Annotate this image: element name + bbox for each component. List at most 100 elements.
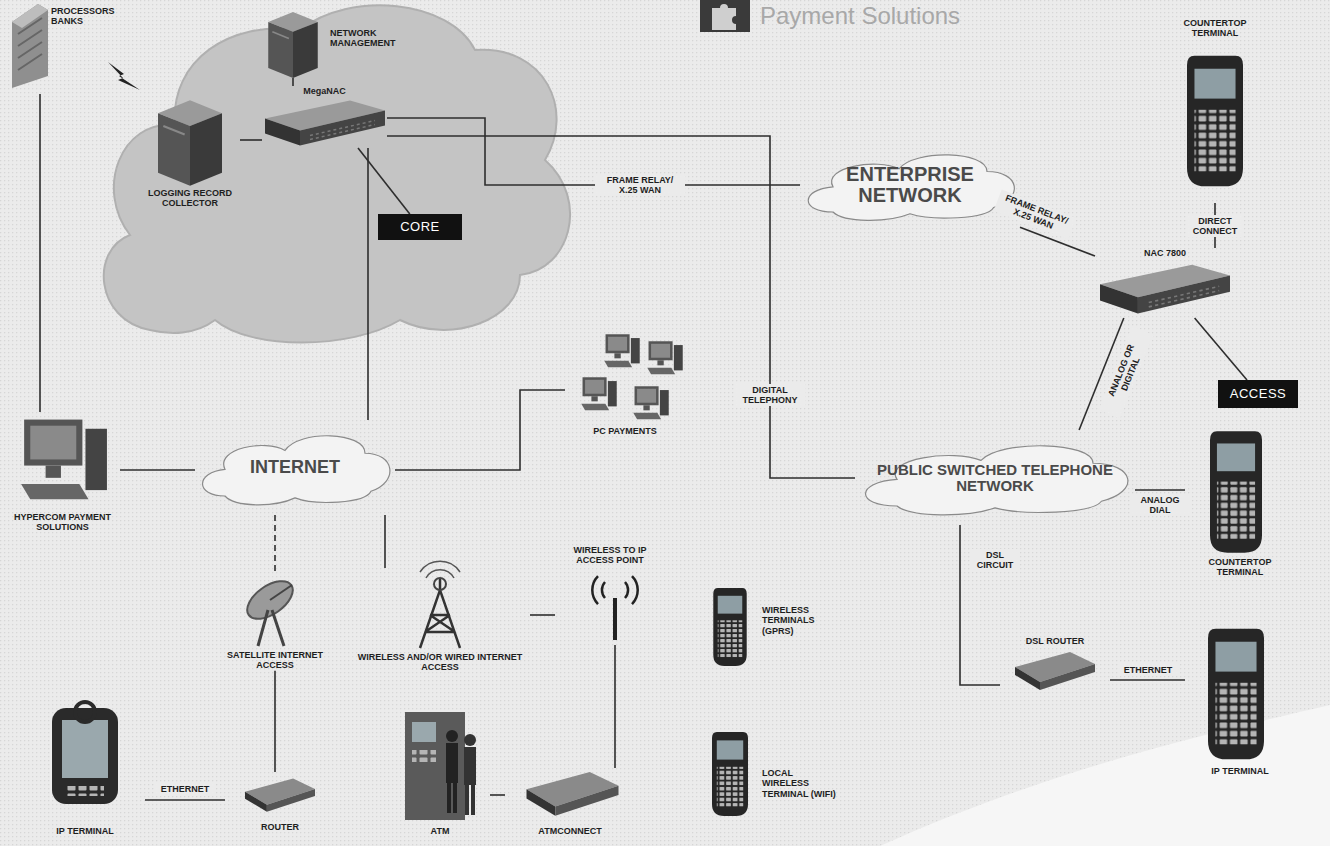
node-label: ATM: [390, 826, 490, 836]
node-label: INTERNET: [230, 458, 360, 477]
node-label: NAC 7800: [1095, 248, 1235, 258]
tier-box: CORE: [378, 214, 462, 240]
pc-icon: [604, 334, 639, 367]
pc-icon: [21, 420, 107, 500]
nac-icon: [1100, 265, 1230, 314]
node-label: COUNTERTOP TERMINAL: [1165, 18, 1265, 39]
satellite-dish: [241, 574, 300, 646]
pc-icon: [647, 341, 682, 374]
connector-line: [358, 148, 410, 214]
connector-line: [120, 469, 195, 471]
terminal-icon: [712, 732, 748, 816]
node-label: MegaNAC: [262, 86, 387, 96]
connector-line: [1135, 489, 1185, 491]
node-label: IP TERMINAL: [1185, 766, 1295, 776]
connector-line: [395, 390, 565, 470]
pc-node: HYPERCOM PAYMENT SOLUTIONS: [5, 412, 120, 533]
node-label: ATMCONNECT: [505, 826, 635, 836]
connector-line: [39, 94, 41, 412]
access-point-node: WIRELESS TO IP ACCESS POINT: [555, 545, 665, 645]
node-label: PUBLIC SWITCHED TELEPHONE NETWORK: [855, 462, 1135, 494]
terminal-node: IP TERMINAL: [1185, 618, 1295, 776]
router-icon: [1015, 652, 1095, 690]
pc-icon: [581, 377, 616, 410]
node-label: ENTERPRISE NETWORK: [800, 164, 1020, 206]
node-label: PROCESSORS BANKS: [51, 6, 121, 27]
server-node: NETWORK MANAGEMENT: [262, 10, 402, 78]
atm-node: ATM: [390, 708, 490, 836]
node-label: LOGGING RECORD COLLECTOR: [140, 188, 240, 209]
connector-line: [274, 515, 276, 572]
connector-line: [367, 148, 369, 420]
edge-label: DIGITAL TELEPHONY: [735, 384, 805, 407]
access-point-icon: [592, 576, 637, 640]
node-label: SATELLITE INTERNET ACCESS: [215, 650, 335, 671]
connector-line: [240, 139, 262, 141]
connector-line: [490, 794, 505, 796]
diagram-title: Payment Solutions: [760, 2, 960, 30]
terminal-node: WIRELESS TERMINALS (GPRS): [700, 585, 840, 667]
node-label: LOCAL WIRELESS TERMINAL (WIFI): [762, 768, 840, 799]
core-cloud: [104, 5, 570, 342]
edge-label: FRAME RELAY/ X.25 WAN: [595, 174, 685, 197]
edge-label: ETHERNET: [155, 783, 215, 795]
bank-building: [12, 4, 48, 88]
node-label: CORE: [400, 220, 440, 235]
connector-line: [384, 515, 386, 568]
tower-node: WIRELESS AND/OR WIRED INTERNET ACCESS: [350, 568, 530, 673]
node-label: HYPERCOM PAYMENT SOLUTIONS: [5, 512, 120, 533]
bank-node: PROCESSORS BANKS: [3, 2, 121, 94]
node-label: WIRELESS TO IP ACCESS POINT: [555, 545, 665, 566]
connector-line: [387, 118, 800, 185]
nac-node: NAC 7800: [1095, 248, 1235, 318]
node-label: IP TERMINAL: [25, 826, 145, 836]
network-cloud: PUBLIC SWITCHED TELEPHONE NETWORK: [855, 430, 1135, 525]
dish-node: SATELLITE INTERNET ACCESS: [215, 572, 335, 671]
server-icon: [268, 12, 318, 78]
network-cloud: INTERNET: [195, 420, 395, 515]
edge-label: ETHERNET: [1118, 664, 1178, 676]
ip-terminal-icon: [52, 702, 118, 804]
lightning-symbol: [108, 62, 140, 90]
connector-line: [387, 136, 855, 478]
connector-line: [1195, 318, 1247, 380]
connector-line: [1110, 679, 1185, 681]
cloud-outline: [203, 436, 390, 505]
connector-line: [292, 78, 294, 86]
pc-icon: [633, 386, 668, 419]
atm-icon: [405, 712, 476, 820]
node-label: PC PAYMENTS: [565, 426, 685, 436]
router-icon: [527, 772, 619, 816]
edge-label: ANALOG DIAL: [1130, 494, 1190, 517]
pc-node: PC PAYMENTS: [565, 330, 685, 436]
router-node: ATMCONNECT: [505, 768, 635, 836]
router-node: DSL ROUTER: [1000, 636, 1110, 698]
node-label: ROUTER: [225, 822, 335, 832]
radio-tower: [420, 561, 460, 648]
edge-label: FRAME RELAY/ X.25 WAN: [994, 189, 1077, 239]
nac-icon: [265, 101, 385, 146]
node-label: DSL ROUTER: [1000, 636, 1110, 646]
terminal-icon: [1208, 629, 1264, 760]
terminal-node: COUNTERTOP TERMINAL: [1185, 425, 1295, 578]
router-icon: [245, 779, 315, 812]
router-node: ROUTER: [225, 772, 335, 832]
nac-node: MegaNAC: [262, 86, 387, 148]
terminal-icon: [1187, 56, 1243, 187]
node-label: WIRELESS AND/OR WIRED INTERNET ACCESS: [350, 652, 530, 673]
node-label: WIRELESS TERMINALS (GPRS): [762, 605, 840, 636]
terminal-icon: [1210, 431, 1262, 552]
server-icon: [158, 100, 222, 185]
terminal-icon: [713, 588, 746, 666]
edge-label: DSL CIRCUIT: [970, 549, 1020, 572]
connector-line: [530, 614, 555, 616]
tier-box: ACCESS: [1218, 380, 1298, 408]
network-cloud: ENTERPRISE NETWORK: [800, 140, 1020, 230]
connector-line: [145, 799, 225, 801]
server-node: LOGGING RECORD COLLECTOR: [140, 100, 240, 209]
connector-line: [274, 671, 276, 772]
connector-line: [614, 645, 616, 768]
node-label: NETWORK MANAGEMENT: [330, 28, 402, 49]
